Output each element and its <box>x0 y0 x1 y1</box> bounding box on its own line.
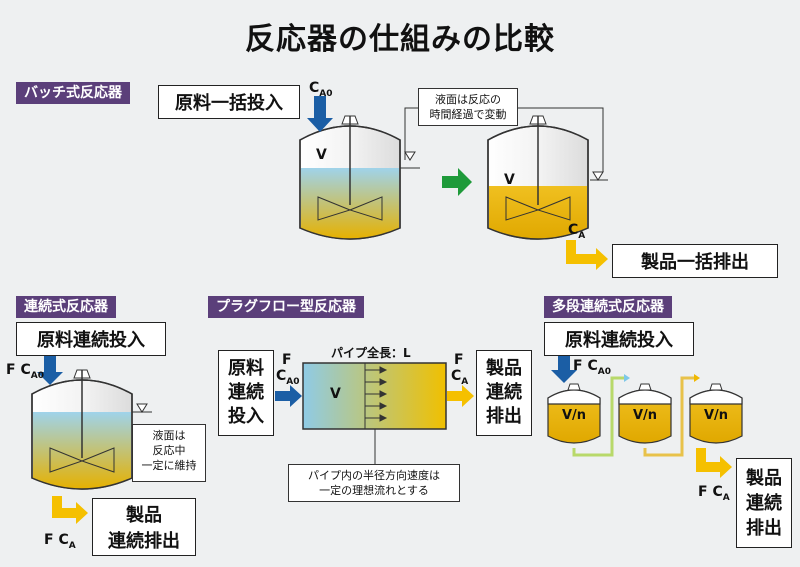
multi-feed-label: F CA0 <box>573 358 611 377</box>
batch-outlet-arrow <box>566 240 608 270</box>
pfr-note-line2: 一定の理想流れとする <box>319 484 429 497</box>
multi-output-box: 製品 連続 排出 <box>736 458 792 548</box>
multi-outlet-arrow <box>696 448 732 478</box>
pfr-ca-subscript: A <box>461 376 469 387</box>
multi-tank-1-label: V/n <box>562 408 587 423</box>
multi-flow-in: F <box>573 358 583 374</box>
pfr-volume-label: V <box>330 386 341 402</box>
multi-flow-out: F <box>698 484 708 500</box>
pfr-pipe <box>302 362 447 430</box>
multi-connecting-pipes <box>572 374 700 457</box>
multi-tank-2-label: V/n <box>633 408 658 423</box>
cstr-section-tag: 連続式反応器 <box>16 296 116 318</box>
cstr-input-box: 原料連続投入 <box>16 322 166 356</box>
batch-inlet-arrow <box>307 96 333 132</box>
cstr-output-line2: 連続排出 <box>108 531 180 552</box>
batch-ca-subscript: A <box>578 230 586 241</box>
batch-level-note-line1: 液面は反応の <box>435 93 501 106</box>
pfr-output-line3: 排出 <box>486 406 522 427</box>
batch-level-note: 液面は反応の 時間経過で変動 <box>418 88 518 126</box>
cstr-feed-label: F CA0 <box>6 362 44 381</box>
pfr-pipe-length: パイプ全長：L <box>331 346 411 360</box>
pfr-output-line1: 製品 <box>486 358 522 379</box>
pfr-inlet-arrow <box>275 385 302 407</box>
pfr-input-box: 原料 連続 投入 <box>218 350 274 436</box>
pfr-section-tag: プラグフロー型反応器 <box>208 296 364 318</box>
cstr-inlet-arrow <box>37 356 63 385</box>
multi-section-tag: 多段連続式反応器 <box>544 296 672 318</box>
pfr-output-line2: 連続 <box>486 382 522 403</box>
batch-transition-arrow <box>442 168 472 196</box>
cstr-ca-subscript: A <box>68 540 76 551</box>
multi-ca0-subscript: A0 <box>597 366 611 377</box>
batch-ca0-label: CA0 <box>309 80 333 99</box>
cstr-level-note: 液面は 反応中 一定に維持 <box>132 424 206 482</box>
multi-tank-3-label: V/n <box>704 408 729 423</box>
cstr-outlet-arrow <box>52 496 88 524</box>
cstr-output-box: 製品 連続排出 <box>92 498 196 556</box>
batch-ca0-subscript: A0 <box>319 88 333 99</box>
multi-output-line2: 連続 <box>746 492 782 514</box>
multi-product-label: F CA <box>698 484 730 503</box>
cstr-note-line1: 液面は <box>152 429 186 442</box>
pfr-flow-out: F <box>454 352 464 368</box>
pfr-ca0-subscript: A0 <box>286 376 300 387</box>
multi-inlet-arrow <box>551 356 577 383</box>
multi-ca-subscript: A <box>722 492 730 503</box>
multi-output-line3: 排出 <box>746 517 782 539</box>
pfr-velocity-profile <box>364 363 388 464</box>
batch-level-note-line2: 時間経過で変動 <box>429 108 507 121</box>
pfr-note-line1: パイプ内の半径方向速度は <box>308 469 440 482</box>
page-title: 反応器の仕組みの比較 <box>245 22 555 57</box>
batch-volume-label: V <box>316 147 327 163</box>
multi-tank-3 <box>689 383 743 444</box>
cstr-flow-out: F <box>44 532 54 548</box>
cstr-level-marker <box>132 403 152 413</box>
cstr-note-line2: 反応中 <box>152 444 186 457</box>
cstr-product-label: F CA <box>44 532 76 551</box>
pfr-ca0-label: CA0 <box>276 368 300 387</box>
batch-volume-label-2: V <box>504 172 515 188</box>
pfr-input-line2: 連続 <box>228 382 264 403</box>
pfr-flow-in: F <box>282 352 292 368</box>
cstr-ca0-subscript: A0 <box>30 370 44 381</box>
multi-input-box: 原料連続投入 <box>544 322 694 356</box>
batch-input-box: 原料一括投入 <box>158 85 300 119</box>
cstr-tank <box>31 369 133 490</box>
pfr-output-box: 製品 連続 排出 <box>476 350 532 436</box>
batch-section-tag: バッチ式反応器 <box>16 82 130 104</box>
batch-tank-initial <box>299 115 401 240</box>
pfr-flow-note: パイプ内の半径方向速度は 一定の理想流れとする <box>288 464 460 502</box>
cstr-flow-in: F <box>6 362 16 378</box>
cstr-note-line3: 一定に維持 <box>141 459 197 472</box>
multi-tank-2 <box>618 383 672 444</box>
cstr-output-line1: 製品 <box>126 505 162 526</box>
batch-ca-label: CA <box>568 222 586 241</box>
pfr-input-line1: 原料 <box>228 358 264 379</box>
pfr-outlet-arrow <box>447 385 474 407</box>
multi-tank-1 <box>547 383 601 444</box>
multi-output-line1: 製品 <box>746 467 782 489</box>
pfr-input-line3: 投入 <box>228 406 264 427</box>
batch-tank-final <box>487 115 589 240</box>
batch-output-box: 製品一括排出 <box>612 244 778 278</box>
pfr-ca-label: CA <box>451 368 469 387</box>
